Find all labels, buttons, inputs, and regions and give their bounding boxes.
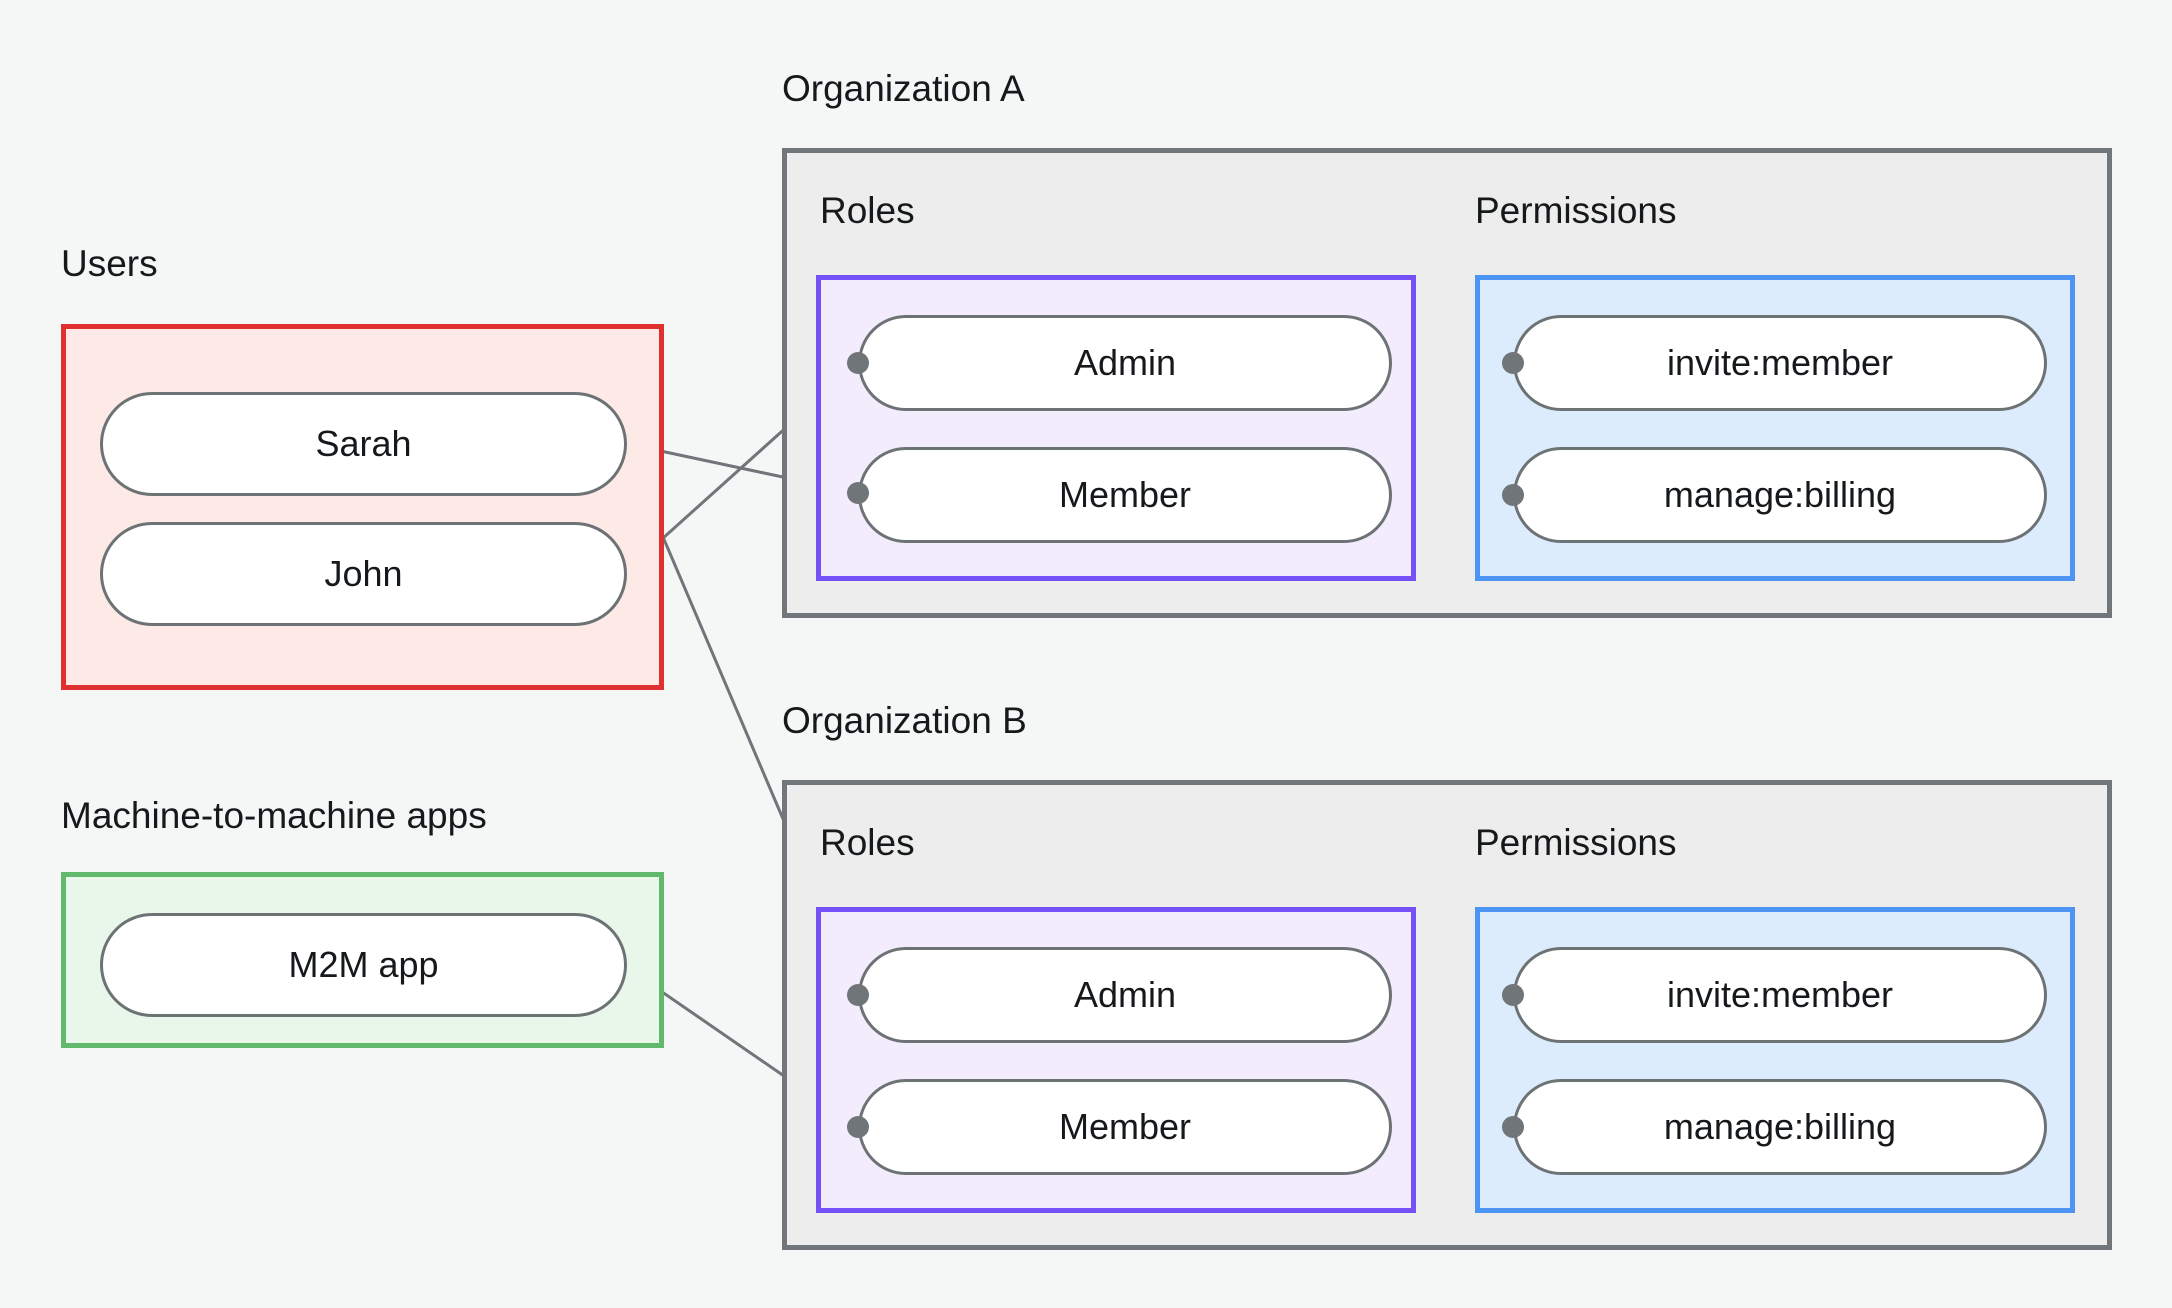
node-org-a-role-admin[interactable]: Admin xyxy=(858,315,1392,411)
org-b-permissions-caption: Permissions xyxy=(1475,822,1677,863)
node-m2m-app[interactable]: M2M app xyxy=(100,913,627,1017)
users-group-box xyxy=(61,324,664,690)
users-group-label: Users xyxy=(61,243,158,284)
organization-a-label: Organization A xyxy=(782,68,1025,109)
node-org-a-role-member[interactable]: Member xyxy=(858,447,1392,543)
node-org-b-role-member[interactable]: Member xyxy=(858,1079,1392,1175)
m2m-group-label: Machine-to-machine apps xyxy=(61,795,487,836)
node-john[interactable]: John xyxy=(100,522,627,626)
organization-b-label: Organization B xyxy=(782,700,1027,741)
node-org-b-role-admin[interactable]: Admin xyxy=(858,947,1392,1043)
org-b-roles-caption: Roles xyxy=(820,822,915,863)
node-org-a-permission-invite-member[interactable]: invite:member xyxy=(1513,315,2047,411)
org-a-roles-caption: Roles xyxy=(820,190,915,231)
node-org-b-permission-invite-member[interactable]: invite:member xyxy=(1513,947,2047,1043)
org-a-permissions-caption: Permissions xyxy=(1475,190,1677,231)
node-org-a-permission-manage-billing[interactable]: manage:billing xyxy=(1513,447,2047,543)
node-sarah[interactable]: Sarah xyxy=(100,392,627,496)
node-org-b-permission-manage-billing[interactable]: manage:billing xyxy=(1513,1079,2047,1175)
